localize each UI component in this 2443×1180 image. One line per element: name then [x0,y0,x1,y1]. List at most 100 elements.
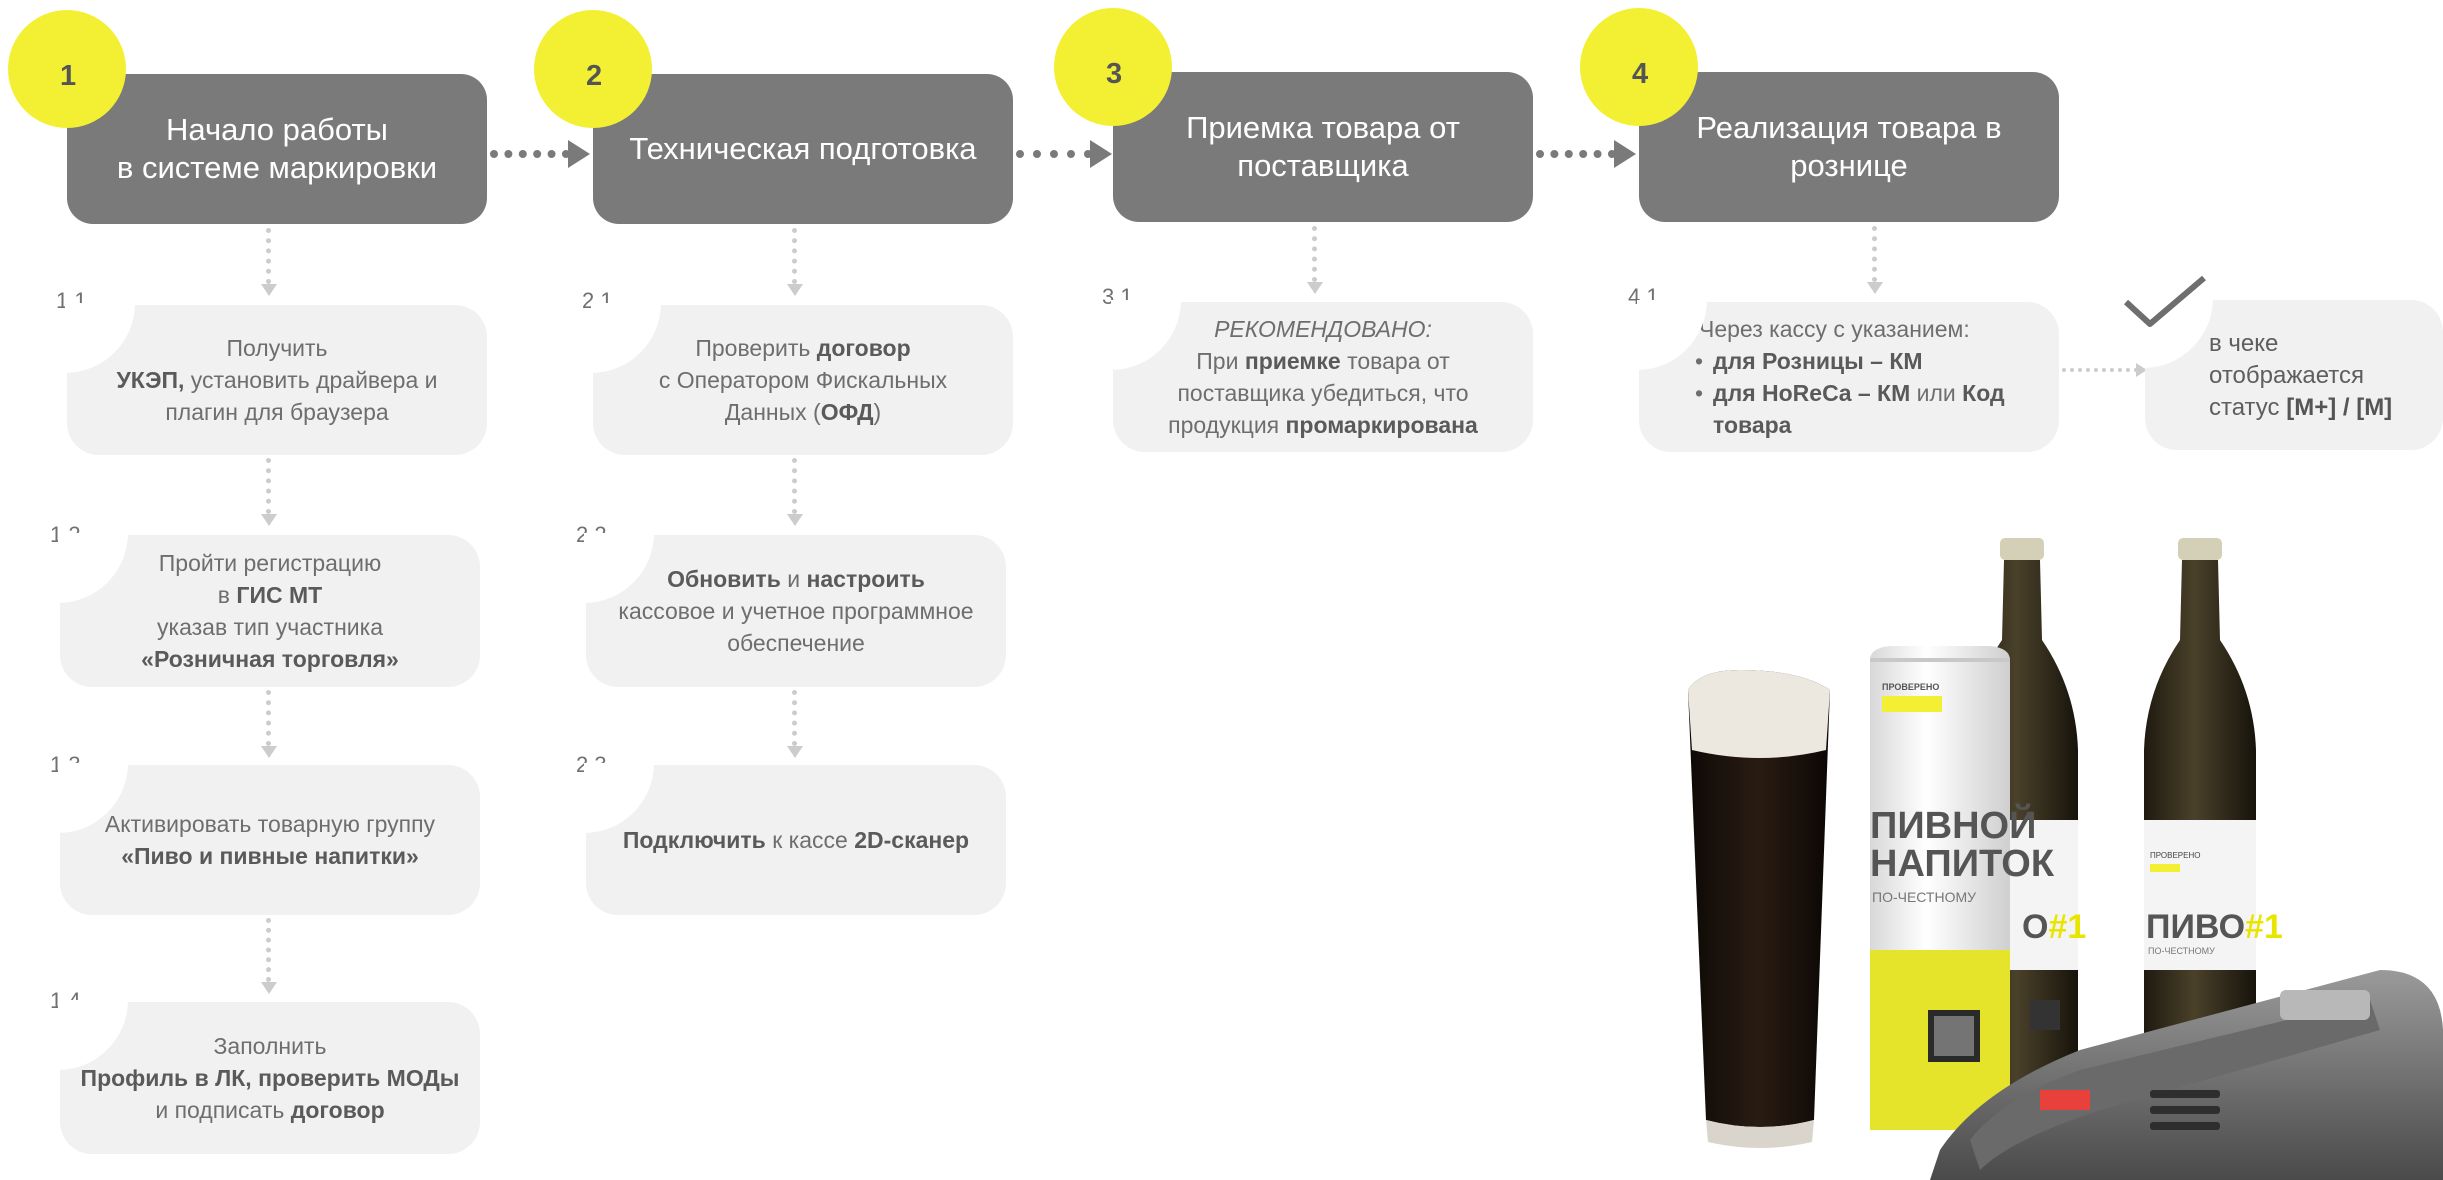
substep-1-1-card: Получить УКЭП, установить драйвера и пла… [65,303,487,455]
bottle-right-sub: ПО-ЧЕСТНОМУ [2148,946,2215,956]
substep-3-1-line3: поставщика убедиться, что [1177,380,1469,406]
substep-1-1-line1: Получить [226,335,328,361]
substep-1-2-bold4: «Розничная торговля» [141,646,399,672]
connector-4-to-4-1 [1872,226,1877,282]
substep-2-1-line1: Проверить договор [695,332,910,364]
connector-3-to-3-1 [1312,226,1317,282]
substep-1-4-bold3: договор [290,1097,385,1123]
bottle-right: ПРОВЕРЕНО ПИВО#1 ПО-ЧЕСТНОМУ [2144,538,2283,1110]
step-3-number: 3 [1106,58,1123,90]
substep-1-4-bold2: Профиль в ЛК, проверить МОДы [80,1065,460,1091]
connector-2-to-2-1-arrow-icon [787,284,803,296]
status-text3: статус [2209,394,2287,421]
substep-4-1-card: Через кассу с указанием: для Розницы – К… [1637,300,2059,452]
card-corner [591,303,661,373]
substep-2-2-bold1a: Обновить [667,566,781,592]
connector-1-to-1-1 [266,228,271,284]
substep-4-1-item2c: Код [1962,380,2005,406]
step-4-badge: 4 [1580,8,1698,126]
substep-1-3-line1: Активировать товарную группу [104,811,436,837]
step-3-badge: 3 [1054,8,1172,126]
connector-2-2-to-2-3-arrow-icon [787,746,803,758]
connector-2-3 [1016,150,1092,158]
substep-2-1-text3b: ) [873,399,882,425]
substep-2-1-text1: Проверить [695,335,817,361]
substep-2-1-text3a: Данных ( [724,399,821,425]
substep-3-1-card: РЕКОМЕНДОВАНО: При приемке товара от пос… [1111,300,1533,452]
status-line3: статус [M+] / [M] [2209,392,2392,424]
substep-2-3-bold1a: Подключить [622,827,766,853]
can-title-2: НАПИТОК [1870,843,2055,885]
bottle-right-badge: ПРОВЕРЕНО [2150,851,2200,860]
substep-3-1-text4: продукция [1168,412,1286,438]
substep-2-2-line2: кассовое и учетное программное [618,598,974,624]
substep-2-3-card: Подключить к кассе 2D-сканер [584,763,1006,915]
can-title-1: ПИВНОЙ [1870,802,2036,847]
bottle-right-mark: #1 [2245,908,2283,946]
connector-4-to-4-1-arrow-icon [1867,282,1883,294]
connector-2-2-to-2-3 [792,690,797,746]
substep-1-4-line1: Заполнить [213,1033,327,1059]
step-1-badge: 1 [8,10,126,128]
substep-2-3-bold1b: 2D-сканер [854,827,970,853]
substep-1-4-line2: Профиль в ЛК, проверить МОДы [81,1062,460,1094]
substep-1-2-bold2: ГИС МТ [236,582,323,608]
card-corner [65,303,135,373]
substep-4-1-list: для Розницы – КМ для HoReCa – КМ или Код… [1695,345,2005,441]
step-4-header: Реализация товара в рознице [1639,72,2059,222]
substep-1-4-line3: и подписать договор [155,1094,384,1126]
connector-2-1-to-2-2 [792,458,797,514]
substep-4-1-item1: для Розницы – КМ [1713,348,1923,374]
substep-1-1-line3: плагин для браузера [165,399,389,425]
substep-1-1-line2: УКЭП, установить драйвера и [116,364,437,396]
substep-2-2-card: Обновить и настроить кассовое и учетное … [584,533,1006,687]
substep-1-2-line4: «Розничная торговля» [141,643,399,675]
connector-1-to-1-1-arrow-icon [261,284,277,296]
substep-2-1-card: Проверить договор с Оператором Фискальны… [591,303,1013,455]
substep-2-1-line2: с Оператором Фискальных [658,367,948,393]
connector-3-to-3-1-arrow-icon [1307,282,1323,294]
substep-2-1-line3: Данных (ОФД) [725,396,881,428]
substep-3-1-bold4: промаркирована [1285,412,1478,438]
status-line1: в чеке [2209,330,2279,357]
beer-can: ПРОВЕРЕНО ПИВНОЙ НАПИТОК ПО-ЧЕСТНОМУ [1870,646,2055,1130]
checkmark-icon [2123,275,2206,327]
svg-text:ПИВО#1: ПИВО#1 [2146,908,2283,946]
step-2-badge: 2 [534,10,652,128]
step-1-number: 1 [60,60,77,92]
connector-1-2-to-1-3-arrow-icon [261,746,277,758]
payment-terminal [1930,970,2443,1180]
product-illustration: ПРОВЕРЕНО ПИВО#1 ПО-ЧЕСТНОМУ О#1 ПРОВЕРЕ… [1688,538,2443,1180]
connector-3-4 [1536,150,1616,158]
substep-1-3-card: Активировать товарную группу «Пиво и пив… [58,763,480,915]
connector-2-3-arrow-icon [1090,140,1112,168]
substep-1-3-line2: «Пиво и пивные напитки» [121,840,419,872]
card-corner [584,763,654,833]
bottle-right-name: ПИВО [2146,908,2245,946]
step-2-header: Техническая подготовка [593,74,1013,224]
status-line2: отображается [2209,362,2365,389]
can-badge: ПРОВЕРЕНО [1882,682,1939,692]
substep-1-4-text3: и подписать [155,1097,291,1123]
substep-3-1-line2: При приемке товара от [1196,345,1449,377]
connector-4-1-to-status-arrow-icon [2136,363,2147,377]
substep-4-1-line1: Через кассу с указанием: [1699,316,1970,342]
status-text: в чеке отображается статус [M+] / [M] [2209,328,2392,424]
substep-3-1-bold2: приемке [1244,348,1341,374]
step-4-number: 4 [1632,58,1649,90]
connector-1-2-arrow-icon [568,140,590,168]
substep-2-1-bold3: ОФД [820,399,874,425]
connector-1-2 [490,150,570,158]
step-2-number: 2 [586,60,603,92]
list-item: для Розницы – КМ [1695,345,2005,377]
bottle-middle-mark: #1 [2048,908,2086,946]
connector-1-3-to-1-4-arrow-icon [261,982,277,994]
substep-1-1-text1: установить драйвера и [184,367,438,393]
substep-3-1-line1: РЕКОМЕНДОВАНО: [1214,313,1432,345]
substep-2-2-line1: Обновить и настроить [667,563,925,595]
substep-4-1-item2b: или [1910,380,1963,406]
substep-3-1-italic1: РЕКОМЕНДОВАНО: [1214,316,1432,342]
connector-2-to-2-1 [792,228,797,284]
connector-2-1-to-2-2-arrow-icon [787,514,803,526]
substep-1-2-line3: указав тип участника [157,614,383,640]
